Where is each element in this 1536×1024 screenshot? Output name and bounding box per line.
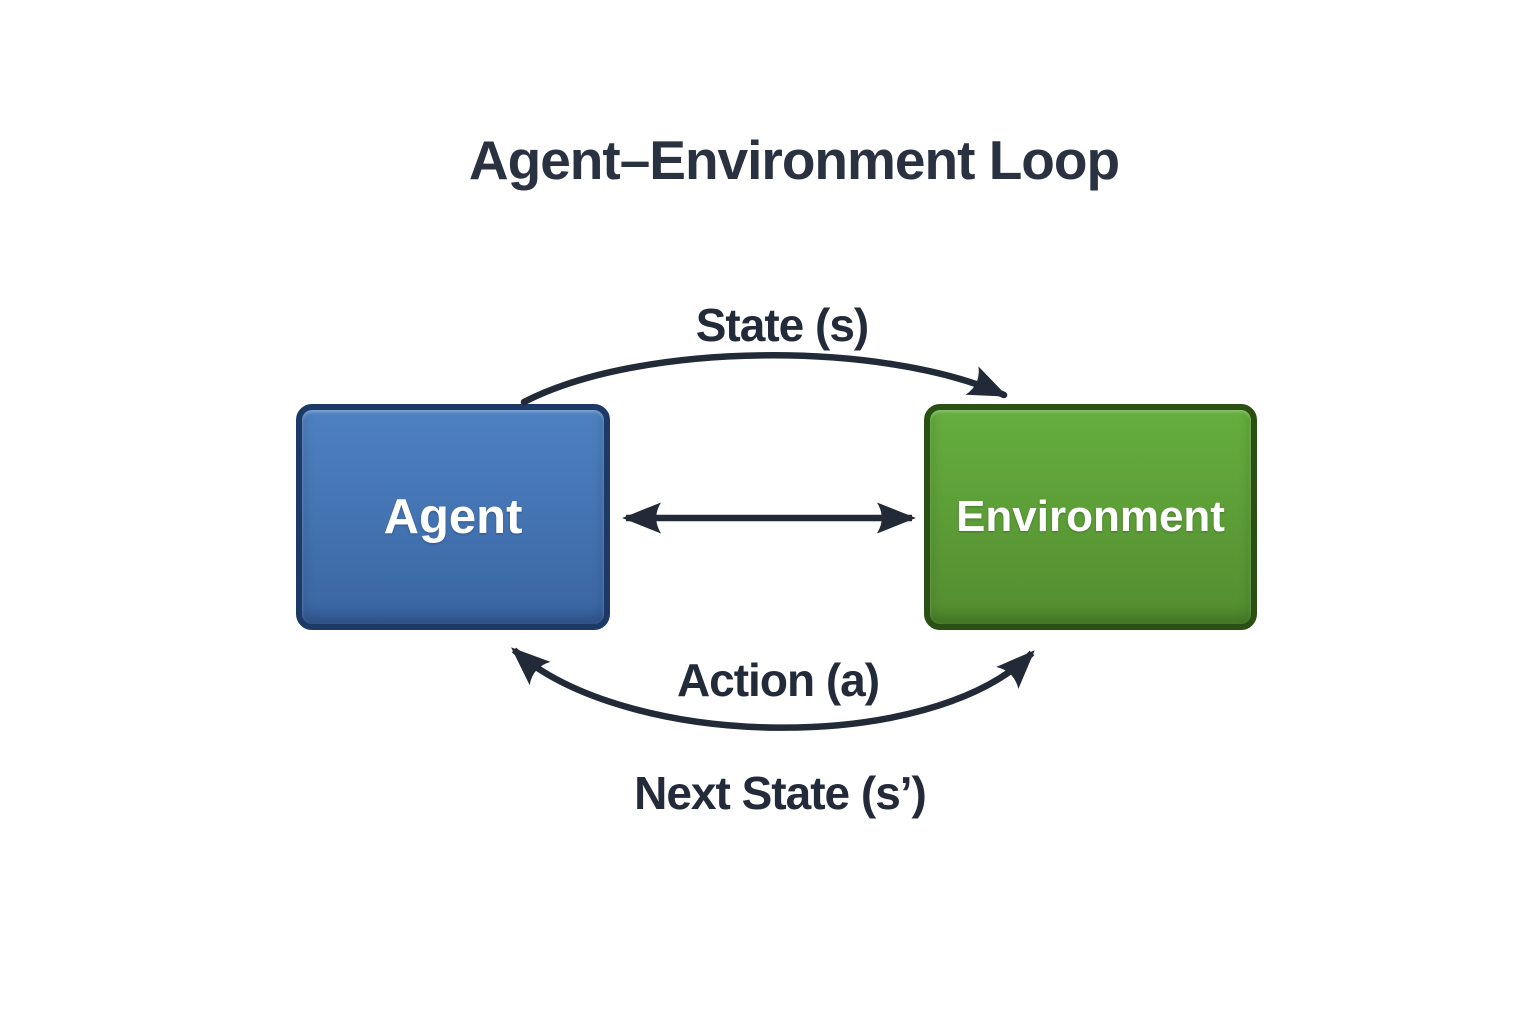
action-edge-label: Action (a) (676, 654, 880, 706)
agent-node: Agent (296, 404, 610, 630)
state-arrow (520, 352, 1008, 406)
agent-node-label: Agent (383, 490, 523, 544)
diagram-title: Agent–Environment Loop (468, 129, 1120, 191)
environment-node: Environment (924, 404, 1257, 630)
environment-node-label: Environment (956, 492, 1225, 541)
state-edge-label: State (s) (695, 299, 869, 351)
next-state-edge-label: Next State (s’) (634, 767, 927, 819)
